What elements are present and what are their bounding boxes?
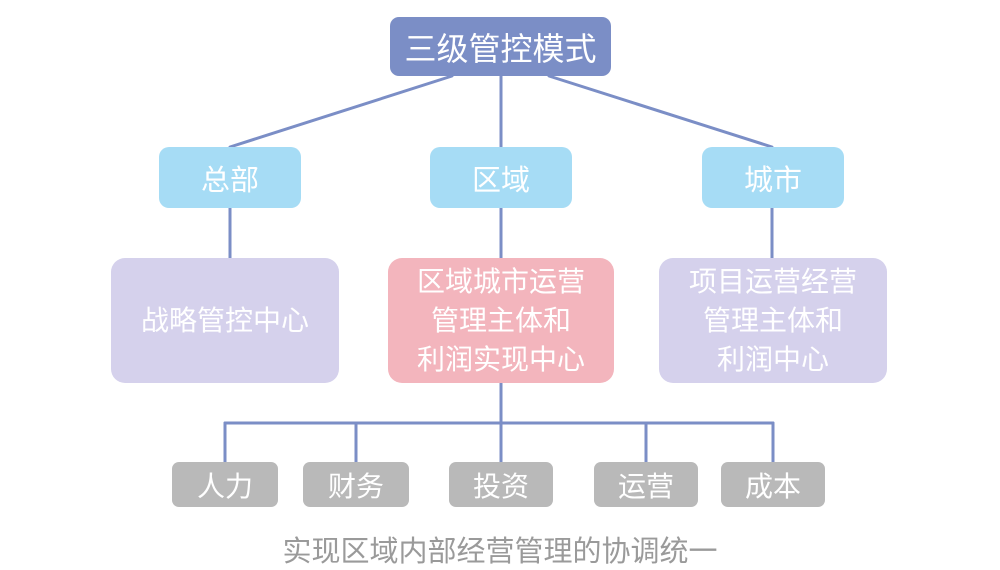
- function-label: 运营: [617, 469, 674, 503]
- function-label: 人力: [196, 469, 253, 503]
- level2-line: 区域城市运营: [416, 265, 585, 298]
- function-node-investment: 投资: [449, 462, 553, 507]
- function-node-cost: 成本: [721, 462, 825, 507]
- level2-node-strategic-center: 战略管控中心: [111, 258, 339, 383]
- level2-node-regional-center: 区域城市运营 管理主体和 利润实现中心: [388, 258, 614, 383]
- function-node-operations: 运营: [594, 462, 698, 507]
- level2-line: 管理主体和: [702, 304, 843, 337]
- connector-root-hq: [228, 74, 454, 149]
- level1-node-headquarters: 总部: [159, 147, 301, 208]
- level1-node-region: 区域: [430, 147, 572, 208]
- root-node: 三级管控模式: [390, 17, 611, 76]
- level2-line: 项目运营经营: [688, 265, 857, 298]
- function-node-hr: 人力: [172, 462, 278, 507]
- diagram-caption: 实现区域内部经营管理的协调统一: [282, 534, 718, 568]
- level2-line: 利润实现中心: [416, 343, 585, 376]
- level2-node-project-center: 项目运营经营 管理主体和 利润中心: [659, 258, 887, 383]
- level2-line: 战略管控中心: [140, 304, 309, 337]
- level2-line: 利润中心: [716, 343, 829, 376]
- function-node-finance: 财务: [303, 462, 409, 507]
- level2-line: 管理主体和: [430, 304, 571, 337]
- function-label: 财务: [327, 469, 384, 503]
- function-label: 成本: [744, 469, 801, 503]
- function-label: 投资: [472, 469, 529, 503]
- level1-label: 总部: [200, 162, 259, 197]
- level1-label: 区域: [471, 162, 530, 197]
- connector-root-city: [547, 74, 774, 149]
- level1-label: 城市: [743, 162, 802, 197]
- level1-node-city: 城市: [702, 147, 844, 208]
- root-label: 三级管控模式: [404, 29, 597, 68]
